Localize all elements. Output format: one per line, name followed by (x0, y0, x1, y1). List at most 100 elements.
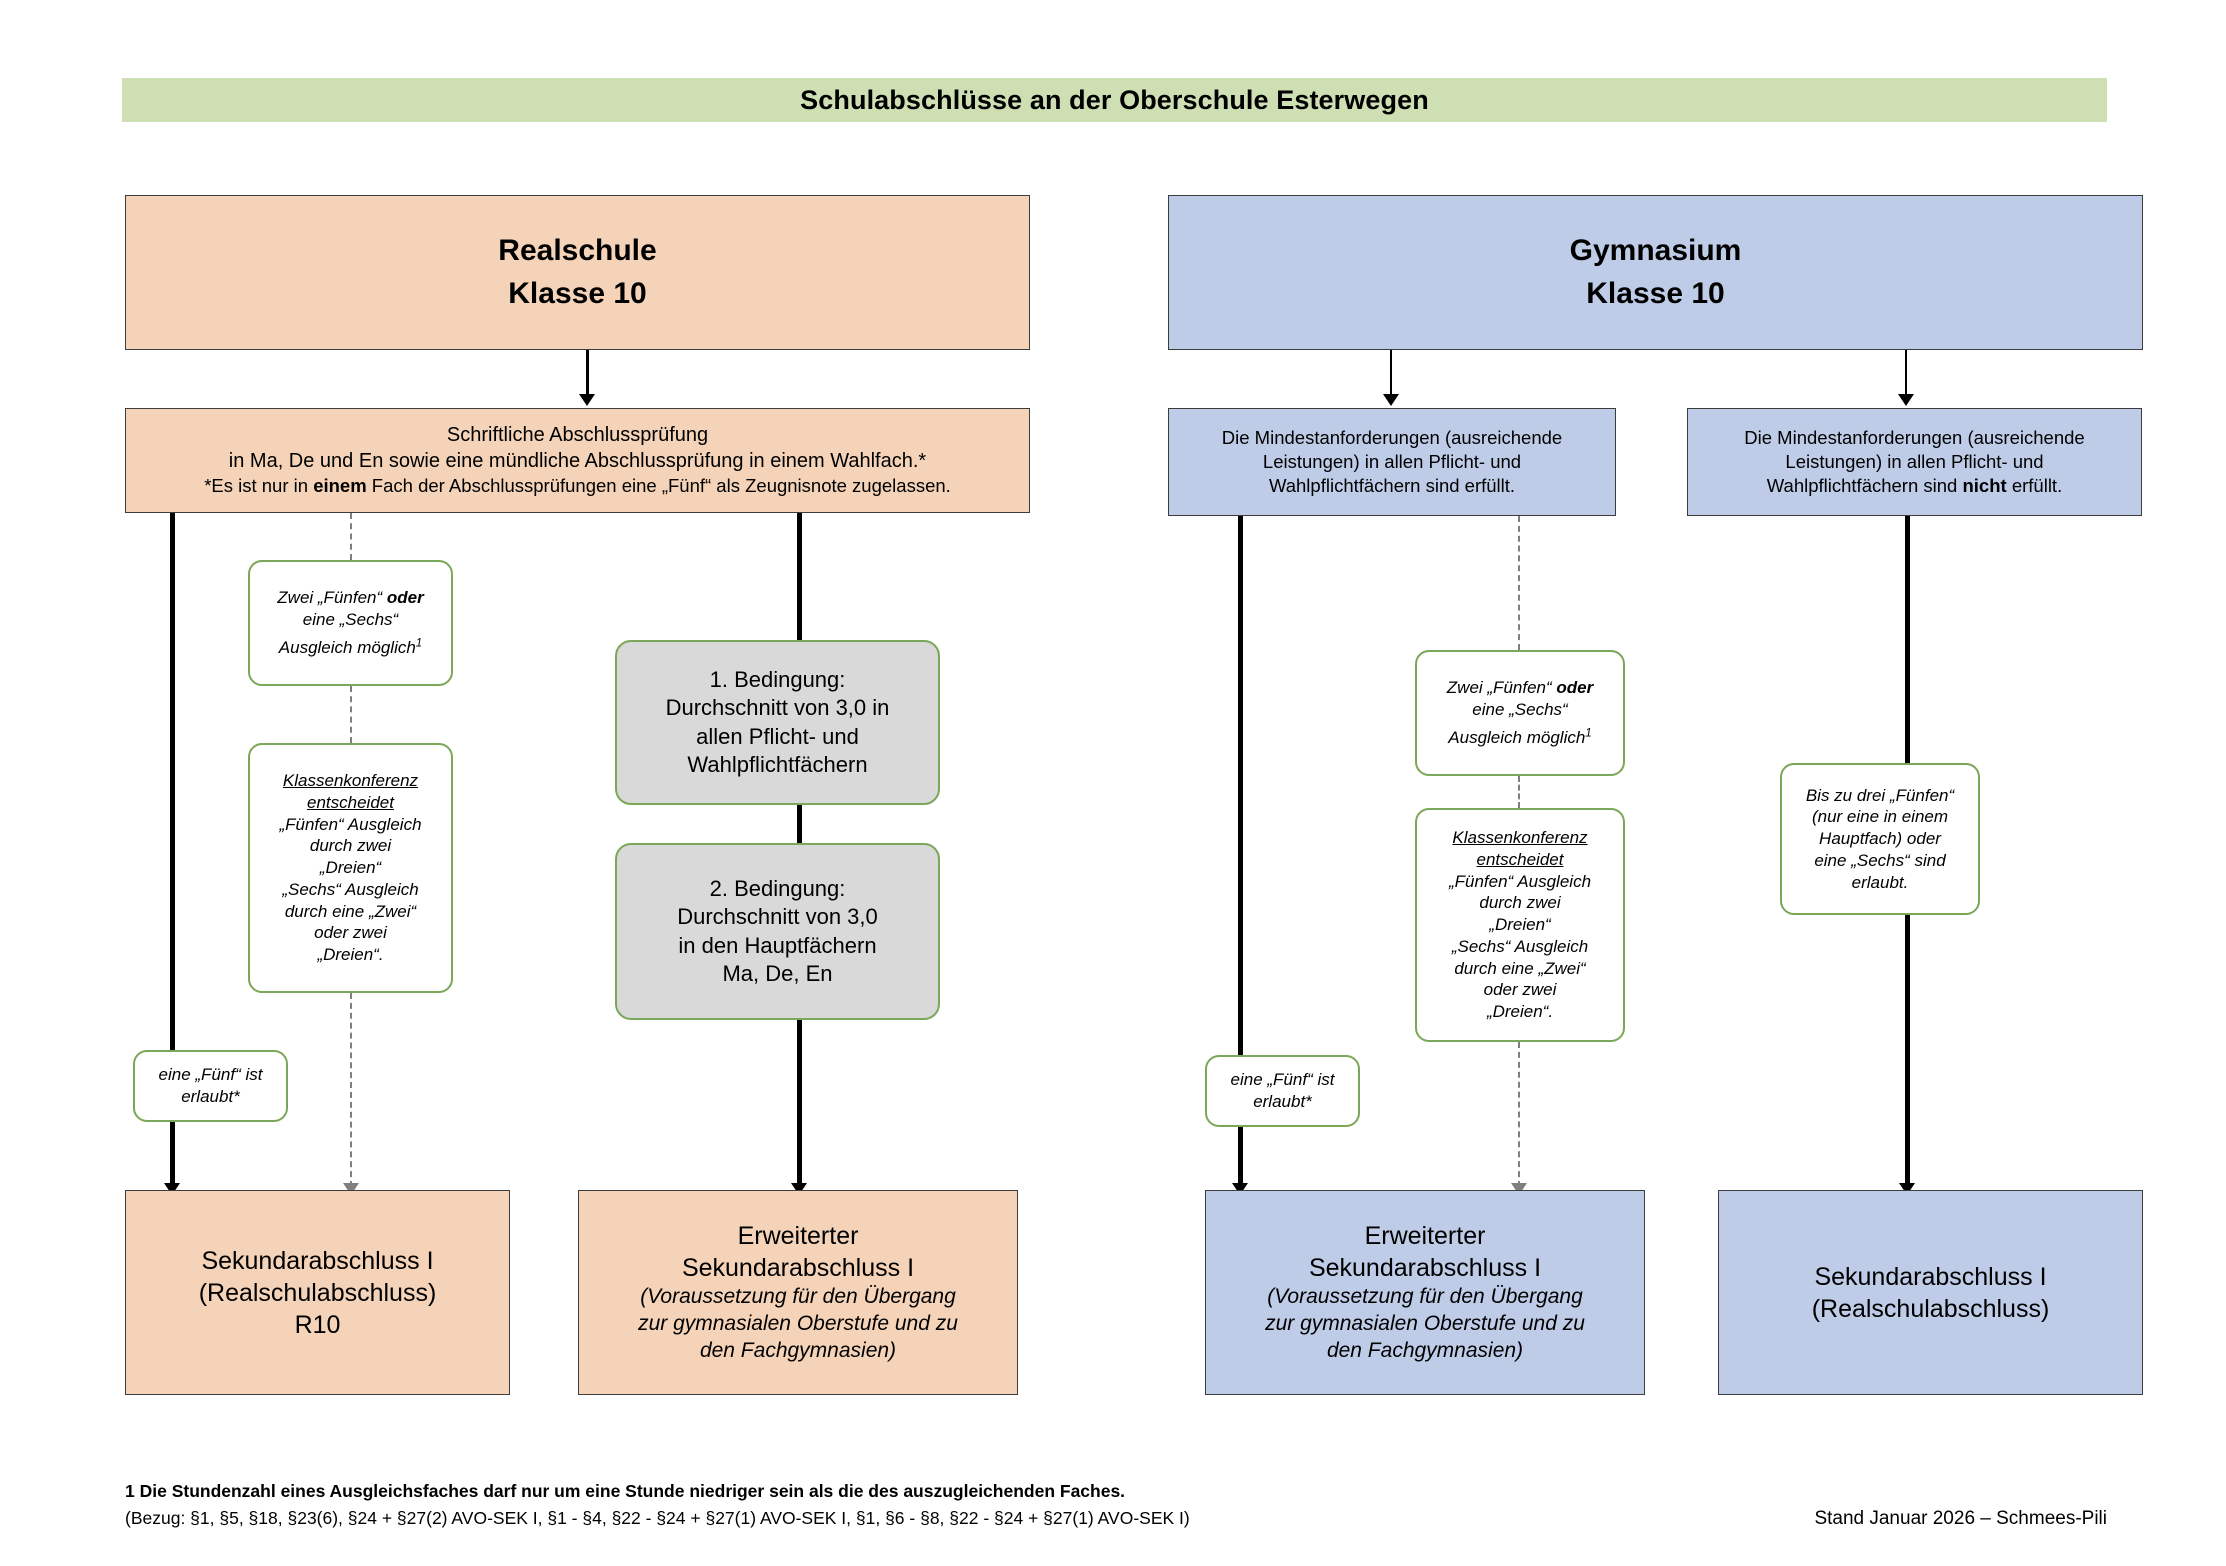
gym-result-left-line1: Erweiterter (1364, 1222, 1486, 1251)
connector-exam-to-condition1 (797, 513, 802, 640)
gym-klassenkonferenz-line3: „Fünfen“ Ausgleich (1448, 871, 1592, 891)
note-two-fives-line2: eine „Sechs“ (302, 610, 399, 630)
connector-dash-exam-to-note (350, 513, 352, 560)
gym-klassenkonferenz-line6: „Sechs“ Ausgleich (1451, 936, 1589, 956)
klassenkonferenz-line9: „Dreien“. (317, 945, 384, 965)
arrowhead-gym-header-to-req-not-met (1898, 394, 1914, 406)
gym-klassenkonferenz-line4: durch zwei (1479, 893, 1561, 913)
stand-label: Stand Januar 2026 – Schmees-Pili (1814, 1508, 2107, 1529)
gymnasium-one-five-allowed: eine „Fünf“ ist erlaubt* (1205, 1055, 1360, 1127)
footnote-block: 1 Die Stundenzahl eines Ausgleichsfaches… (125, 1478, 1525, 1532)
arrowhead-realschule-header-to-exam (579, 394, 595, 406)
req-met-line3: Wahlpflichtfächern sind erfüllt. (1268, 474, 1516, 496)
gymnasium-header-line2: Klasse 10 (1586, 276, 1725, 310)
klassenkonferenz-line4: durch zwei (309, 836, 392, 856)
page-title: Schulabschlüsse an der Oberschule Esterw… (122, 78, 2107, 122)
gymnasium-result-erweiterter-sek1: Erweiterter Sekundarabschluss I (Vorauss… (1205, 1190, 1645, 1395)
exam-line-1: Schriftliche Abschlussprüfung (446, 424, 709, 447)
req-met-line1: Die Mindestanforderungen (ausreichende (1221, 427, 1563, 449)
req-not-met-line3-c: erfüllt. (2006, 474, 2063, 496)
gym-klassenkonferenz-line8: oder zwei (1483, 980, 1557, 1000)
connector-condition2-to-result (797, 1020, 802, 1187)
note-two-fives-line3: Ausgleich möglich1 (279, 637, 422, 659)
req-not-met-line3-a: Wahlpflichtfächern sind (1766, 474, 1963, 496)
gym-klassenkonferenz-line5: „Dreien“ (1489, 915, 1551, 935)
up-to-three-fives-line4: eine „Sechs“ sind (1814, 850, 1946, 870)
connector-req-met-to-result (1238, 516, 1243, 1187)
up-to-three-fives-line5: erlaubt. (1851, 872, 1909, 892)
footnote-line-1: 1 Die Stundenzahl eines Ausgleichsfaches… (125, 1481, 1126, 1501)
exam-line-3-part-c: Fach der Abschlussprüfungen eine „Fünf“ … (366, 475, 951, 497)
connector-dash-gym-konferenz-to-result (1518, 1042, 1520, 1187)
gymnasium-note-two-fives: Zwei „Fünfen“ oder eine „Sechs“ Ausgleic… (1415, 650, 1625, 776)
gym-one-five-allowed-line2: erlaubt* (1253, 1092, 1312, 1111)
realschule-condition-1: 1. Bedingung: Durchschnitt von 3,0 in al… (615, 640, 940, 805)
gymnasium-result-sekundarabschluss1: Sekundarabschluss I (Realschulabschluss) (1718, 1190, 2143, 1395)
klassenkonferenz-line8: oder zwei (314, 923, 387, 943)
gymnasium-up-to-three-fives: Bis zu drei „Fünfen“ (nur eine in einem … (1780, 763, 1980, 915)
connector-gym-header-to-req-not-met (1905, 350, 1907, 398)
result-left-line3: R10 (294, 1310, 341, 1339)
one-five-allowed-line2: erlaubt* (181, 1087, 240, 1106)
req-not-met-line1: Die Mindestanforderungen (ausreichende (1744, 427, 2085, 449)
note-two-fives-line1: Zwei „Fünfen“ oder (277, 587, 423, 609)
gym-note-two-fives-footnote-marker: 1 (1585, 727, 1592, 740)
exam-line-3: *Es ist nur in einem Fach der Abschlussp… (204, 474, 951, 498)
connector-dash-konferenz-to-sek1 (350, 993, 352, 1187)
exam-line-3-emphasis: einem (313, 475, 367, 497)
realschule-header-line2: Klasse 10 (508, 276, 647, 310)
klassenkonferenz-line3: „Fünfen“ Ausgleich (279, 814, 422, 834)
gymnasium-requirements-not-met-box: Die Mindestanforderungen (ausreichende L… (1687, 408, 2142, 516)
realschule-header-line1: Realschule (498, 233, 657, 267)
req-not-met-line3-emphasis: nicht (1962, 474, 2007, 496)
connector-dash-gym-note-to-konferenz (1518, 776, 1520, 808)
condition2-line4: Ma, De, En (722, 960, 833, 986)
realschule-condition-2: 2. Bedingung: Durchschnitt von 3,0 in de… (615, 843, 940, 1020)
realschule-exam-box: Schriftliche Abschlussprüfung in Ma, De … (125, 408, 1030, 513)
realschule-header-box: Realschule Klasse 10 (125, 195, 1030, 350)
gym-note-two-fives-line1-b: oder (1556, 678, 1594, 698)
realschule-one-five-allowed: eine „Fünf“ ist erlaubt* (133, 1050, 288, 1122)
gym-note-two-fives-line3: Ausgleich möglich1 (1448, 727, 1591, 749)
gym-klassenkonferenz-title-line1: Klassenkonferenz (1452, 828, 1588, 848)
note-two-fives-line1-b: oder (386, 588, 424, 608)
gym-klassenkonferenz-line7: durch eine „Zwei“ (1454, 958, 1586, 978)
gymnasium-klassenkonferenz-box: Klassenkonferenz entscheidet „Fünfen“ Au… (1415, 808, 1625, 1042)
result-left-line1: Sekundarabschluss I (201, 1246, 434, 1275)
klassenkonferenz-line7: durch eine „Zwei“ (284, 901, 417, 921)
gymnasium-requirements-met-box: Die Mindestanforderungen (ausreichende L… (1168, 408, 1616, 516)
exam-line-3-part-a: *Es ist nur in (204, 475, 314, 497)
result-right-line4: zur gymnasialen Oberstufe und zu (638, 1312, 958, 1336)
klassenkonferenz-line5: „Dreien“ (319, 858, 382, 878)
realschule-result-erweiterter-sek1: Erweiterter Sekundarabschluss I (Vorauss… (578, 1190, 1018, 1395)
connector-gym-header-to-req-met (1390, 350, 1392, 398)
result-right-line1: Erweiterter (737, 1222, 859, 1251)
gym-klassenkonferenz-line9: „Dreien“. (1486, 1002, 1554, 1022)
result-right-line3: (Voraussetzung für den Übergang (640, 1285, 956, 1309)
condition2-line2: Durchschnitt von 3,0 (677, 904, 878, 930)
arrowhead-gym-header-to-req-met (1383, 394, 1399, 406)
result-right-line5: den Fachgymnasien) (699, 1338, 897, 1362)
exam-line-2: in Ma, De und En sowie eine mündliche Ab… (228, 449, 927, 472)
realschule-klassenkonferenz-box: Klassenkonferenz entscheidet „Fünfen“ Au… (248, 743, 453, 993)
gym-result-left-line5: den Fachgymnasien) (1326, 1338, 1524, 1362)
result-right-line2: Sekundarabschluss I (681, 1254, 915, 1283)
up-to-three-fives-line1: Bis zu drei „Fünfen“ (1805, 785, 1955, 805)
note-two-fives-line3-text: Ausgleich möglich (278, 637, 416, 657)
gym-note-two-fives-line3-text: Ausgleich möglich (1448, 727, 1586, 747)
connector-dash-req-met-to-note (1518, 516, 1520, 650)
gym-note-two-fives-line1: Zwei „Fünfen“ oder (1447, 677, 1593, 699)
klassenkonferenz-title-line1: Klassenkonferenz (282, 771, 419, 791)
gym-note-two-fives-line1-a: Zwei „Fünfen“ (1446, 678, 1557, 698)
realschule-result-sekundarabschluss1: Sekundarabschluss I (Realschulabschluss)… (125, 1190, 510, 1395)
gym-result-left-line4: zur gymnasialen Oberstufe und zu (1265, 1312, 1585, 1336)
gym-result-left-line2: Sekundarabschluss I (1308, 1254, 1542, 1283)
gym-klassenkonferenz-title-line2: entscheidet (1476, 849, 1564, 869)
condition2-line1: 2. Bedingung: (709, 876, 846, 902)
gym-note-two-fives-line2: eine „Sechs“ (1472, 700, 1568, 720)
one-five-allowed-line1: eine „Fünf“ ist (158, 1065, 263, 1085)
condition1-line3: allen Pflicht- und (696, 723, 859, 749)
gym-one-five-allowed-line1: eine „Fünf“ ist (1230, 1070, 1335, 1090)
footnote-line-2: (Bezug: §1, §5, §18, §23(6), §24 + §27(2… (125, 1508, 1190, 1529)
